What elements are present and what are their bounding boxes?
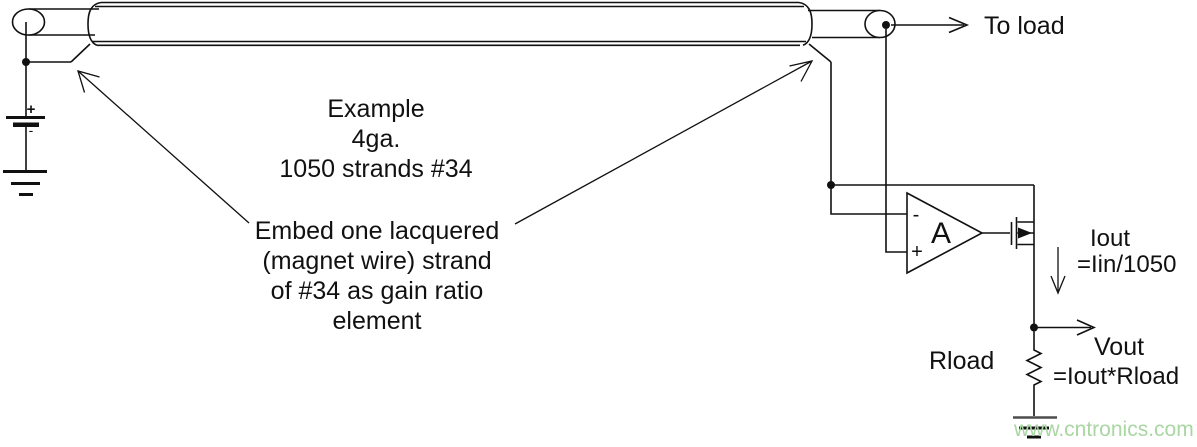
cable-left-endcap [11, 8, 99, 36]
opamp-plus-label: + [911, 241, 923, 263]
annotation-arrow-left-icon [77, 70, 250, 224]
rload-label: Rload [929, 347, 994, 375]
to-load-label: To load [984, 12, 1065, 40]
vout-arrowhead [1076, 319, 1096, 336]
annotation-arrow-right-icon [514, 60, 814, 225]
example-note-line3: 1050 strands #34 [279, 155, 472, 183]
annotation-arrow-left-shaft [77, 70, 250, 224]
example-note: Example 4ga. 1050 strands #34 [279, 95, 472, 183]
junction-dot-vout [1030, 323, 1038, 332]
example-note-line1: Example [327, 95, 424, 123]
annotation-arrow-right-head [789, 60, 814, 82]
plus-input-wire [885, 29, 907, 253]
junction-dot-cable-end [882, 21, 890, 29]
opamp-gain-label: A [931, 217, 951, 250]
iout-formula: =Iin/1050 [1077, 251, 1176, 278]
embed-note: Embed one lacquered (magnet wire) strand… [255, 217, 500, 335]
cable-right-endcap-ellipse [864, 9, 896, 39]
cable-jacket-left-opening [87, 1, 102, 47]
opamp: - + A [906, 191, 1010, 275]
iout-arrowhead [1050, 275, 1066, 295]
iout-arrow-icon [1050, 247, 1066, 295]
cable-right-endcap [808, 9, 896, 39]
cable [11, 1, 896, 47]
embed-note-line2: (magnet wire) strand [262, 247, 491, 275]
ground-symbol-left [3, 170, 47, 196]
output-node: Rload Vout =Iout*Rload [929, 319, 1179, 439]
minus-input-wire [830, 185, 907, 215]
battery-minus-label: - [29, 122, 34, 138]
cable-jacket-right-opening [798, 1, 813, 47]
opamp-minus-label: - [913, 204, 920, 226]
iout-label: Iout [1090, 225, 1130, 252]
mosfet [1010, 217, 1034, 249]
resistor-rload [1025, 331, 1043, 416]
vout-label: Vout [1094, 333, 1144, 361]
to-load-arrowhead [948, 16, 970, 34]
watermark-text: www.cntronics.com [1013, 418, 1194, 441]
battery-plus-label: + [27, 101, 36, 118]
vout-arrow-icon [1038, 319, 1096, 336]
vout-formula: =Iout*Rload [1053, 363, 1179, 390]
resistor-body [1025, 331, 1043, 416]
annotation-arrow-left-head [77, 70, 100, 93]
annotation-arrow-right-shaft [514, 60, 813, 225]
sense-side: To load [808, 12, 1065, 328]
cable-left-endcap-ellipse [11, 8, 46, 36]
embed-note-line3: of #34 as gain ratio [271, 277, 484, 305]
ground-symbol-right [1013, 416, 1057, 439]
example-note-line2: 4ga. [352, 125, 401, 153]
battery: + - [6, 101, 45, 138]
source-side: + - [3, 22, 91, 196]
embed-note-line4: element [333, 307, 422, 335]
strand-wire-left-diagonal [70, 43, 91, 63]
strand-wire-right-diagonal [808, 43, 832, 63]
to-load-arrow-icon [891, 16, 970, 34]
embed-note-line1: Embed one lacquered [255, 217, 500, 245]
opamp-triangle [906, 191, 984, 275]
mosfet-body-arrow-icon [1018, 227, 1032, 239]
